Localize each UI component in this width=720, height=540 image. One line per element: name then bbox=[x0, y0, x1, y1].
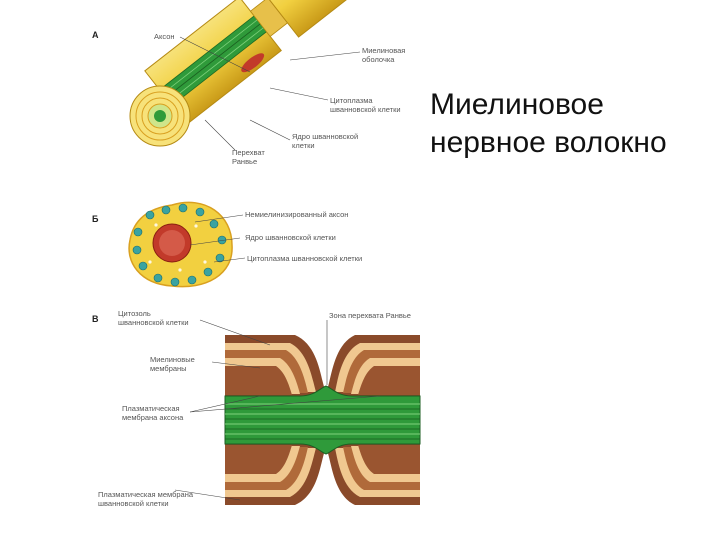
label-b-schwann-cytoplasm: Цитоплазма шванновской клетки bbox=[247, 254, 363, 263]
panel-c-letter: В bbox=[92, 314, 99, 324]
axon-band bbox=[224, 385, 421, 455]
label-schwann-plasma-membrane: Плазматическая мембрана шванновской клет… bbox=[98, 490, 194, 508]
myelin-stack-right bbox=[327, 335, 420, 505]
schwann-cell-cross-section bbox=[128, 201, 233, 288]
label-myelin-membranes: Миелиновые мембраны bbox=[150, 355, 195, 373]
label-schwann-cytoplasm: Цитоплазма шванновской клетки bbox=[330, 96, 401, 114]
label-b-schwann-nucleus: Ядро шванновской клетки bbox=[245, 233, 336, 242]
label-schwann-cytosol: Цитозоль шванновской клетки bbox=[118, 309, 189, 327]
myelin-stack-left bbox=[225, 335, 325, 505]
title-line-2: нервное волокно bbox=[430, 126, 667, 159]
label-schwann-nucleus: Ядро шванновской клетки bbox=[292, 132, 359, 150]
label-node-zone: Зона перехвата Ранвье bbox=[329, 311, 411, 320]
label-myelin-sheath: Миелиновая оболочка bbox=[362, 46, 406, 64]
label-node-of-ranvier: Перехват Ранвье bbox=[232, 148, 265, 166]
label-axon: Аксон bbox=[154, 32, 175, 41]
label-axon-plasma-membrane: Плазматическая мембрана аксона bbox=[122, 404, 184, 422]
title-line-1: Миелиновое bbox=[430, 88, 604, 121]
schwann-nucleus bbox=[241, 53, 265, 73]
cross-section-face bbox=[129, 85, 191, 147]
slide-title: Миелиновое нервное волокно bbox=[430, 86, 710, 162]
panel-a-letter: А bbox=[92, 30, 99, 40]
panel-b-letter: Б bbox=[92, 214, 99, 224]
label-unmyelinated-axon: Немиелинизированный аксон bbox=[245, 210, 349, 219]
